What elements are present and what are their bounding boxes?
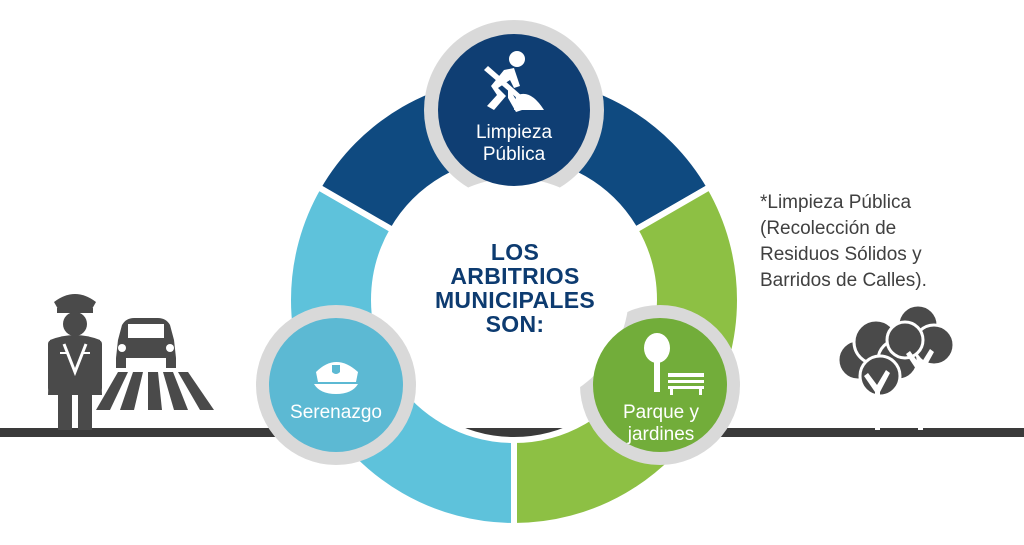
security-guard-icon [48,294,102,430]
center-circle [399,178,629,408]
trees-icon [836,303,956,430]
serenazgo-label-text: Serenazgo [290,402,382,423]
footnote-line: *Limpieza Pública [760,192,912,213]
limpieza-label-line1: Limpieza [475,122,553,143]
center-title: LOS ARBITRIOS MUNICIPALES SON: [420,240,610,336]
park-tree-bench-icon [644,333,704,395]
center-title-line: ARBITRIOS [450,263,580,289]
ground-line [0,428,1024,437]
car-crosswalk-icon [96,318,214,410]
footnote-line: Barridos de Calles). [760,270,927,291]
footnote: *Limpieza Pública (Recolección de Residu… [760,190,1010,294]
footnote-line: (Recolección de [760,218,897,239]
limpieza-label-line2: Pública [482,144,546,165]
serenazgo-label: Serenazgo [280,402,392,424]
limpieza-label: Limpieza Pública [454,122,574,166]
worker-shoveling-icon [484,51,544,112]
police-cap-icon [314,362,358,394]
center-title-line: SON: [485,311,545,337]
parques-label-line2: jardines [627,424,695,445]
center-title-line: LOS [490,239,540,265]
parques-label: Parque y jardines [606,402,716,446]
footnote-line: Residuos Sólidos y [760,244,922,265]
center-title-line: MUNICIPALES [434,287,596,313]
parques-label-line1: Parque y [622,402,700,423]
